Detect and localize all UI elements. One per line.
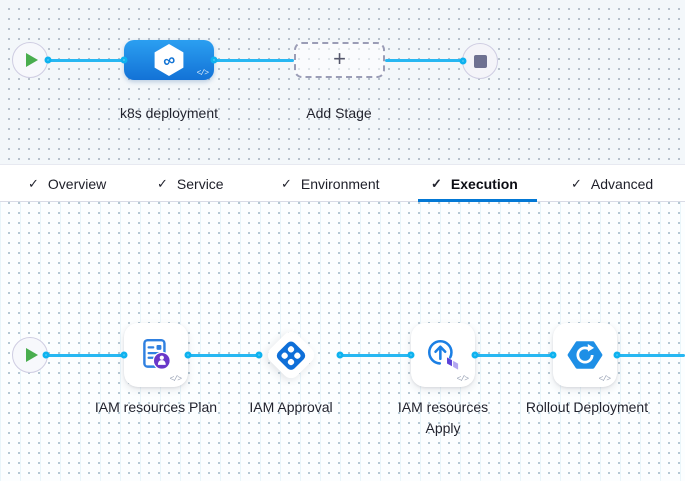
- connector-port: [44, 56, 52, 64]
- pipeline-end-node[interactable]: [462, 43, 498, 79]
- tab-environment[interactable]: ✓ Environment: [281, 165, 380, 202]
- connector-port: [407, 351, 415, 359]
- yaml-toggle-icon[interactable]: </>: [598, 375, 611, 384]
- yaml-toggle-icon[interactable]: </>: [456, 375, 469, 384]
- check-icon: ✓: [281, 175, 292, 191]
- harness-cd-infinity-icon: ∞: [154, 44, 184, 76]
- connector-port: [120, 56, 128, 64]
- tab-service[interactable]: ✓ Service: [157, 165, 224, 202]
- connector-port: [184, 351, 192, 359]
- step-edge: [188, 354, 259, 357]
- add-stage-node[interactable]: +: [294, 42, 385, 78]
- tab-label: Execution: [450, 175, 518, 192]
- check-icon: ✓: [431, 175, 442, 191]
- connector-port: [549, 351, 557, 359]
- stage-edge: [385, 59, 463, 62]
- yaml-toggle-icon[interactable]: </>: [196, 69, 209, 78]
- step-edge: [46, 354, 124, 357]
- step-edge: [340, 354, 411, 357]
- pipeline-start-node[interactable]: [12, 42, 48, 78]
- plus-icon: +: [333, 46, 346, 71]
- stage-canvas[interactable]: ∞ </> + k8s deployment Add Stage: [0, 0, 685, 164]
- step-label: Rollout Deployment: [525, 399, 649, 415]
- infinity-glyph: ∞: [160, 49, 178, 71]
- step-node-rollout-deployment[interactable]: </>: [553, 323, 617, 387]
- tab-advanced[interactable]: ✓ Advanced: [571, 165, 653, 202]
- stage-edge: [214, 59, 294, 62]
- tab-label: Environment: [300, 175, 380, 192]
- play-icon: [26, 348, 38, 362]
- execution-canvas[interactable]: [0, 202, 685, 481]
- connector-port: [120, 351, 128, 359]
- play-icon: [26, 53, 38, 67]
- add-stage-label: Add Stage: [306, 105, 372, 121]
- stage-label: k8s deployment: [119, 105, 219, 121]
- connector-port: [210, 56, 218, 64]
- stage-config-tabs: ✓ Overview ✓ Service ✓ Environment ✓ Exe…: [0, 164, 685, 202]
- k8s-rolling-deploy-icon: [567, 341, 603, 369]
- connector-port: [42, 351, 50, 359]
- tab-overview[interactable]: ✓ Overview: [28, 165, 106, 202]
- step-label: IAM Approval: [249, 399, 333, 415]
- connector-port: [336, 351, 344, 359]
- terraform-apply-icon: [428, 340, 459, 370]
- tab-label: Overview: [47, 175, 107, 192]
- terraform-plan-icon: [143, 339, 171, 370]
- step-edge: [475, 354, 553, 357]
- step-label: IAM resources Apply: [397, 399, 489, 436]
- connector-port: [459, 57, 467, 65]
- step-label: IAM resources Plan: [94, 399, 218, 415]
- stop-icon: [473, 54, 487, 68]
- stage-node-k8s-deployment[interactable]: ∞ </>: [124, 40, 214, 80]
- step-node-iam-resources-plan[interactable]: </>: [124, 323, 188, 387]
- check-icon: ✓: [28, 175, 39, 191]
- yaml-toggle-icon[interactable]: </>: [169, 375, 182, 384]
- tab-label: Advanced: [590, 175, 654, 192]
- approval-icon: [274, 338, 308, 372]
- step-node-iam-resources-apply[interactable]: </>: [411, 323, 475, 387]
- tab-execution[interactable]: ✓ Execution: [431, 165, 518, 202]
- connector-port: [471, 351, 479, 359]
- stage-edge: [48, 59, 124, 62]
- step-edge: [617, 354, 685, 357]
- connector-port: [613, 351, 621, 359]
- active-tab-underline: [418, 199, 537, 202]
- check-icon: ✓: [571, 175, 582, 191]
- connector-port: [255, 351, 263, 359]
- tab-label: Service: [176, 175, 224, 192]
- check-icon: ✓: [157, 175, 168, 191]
